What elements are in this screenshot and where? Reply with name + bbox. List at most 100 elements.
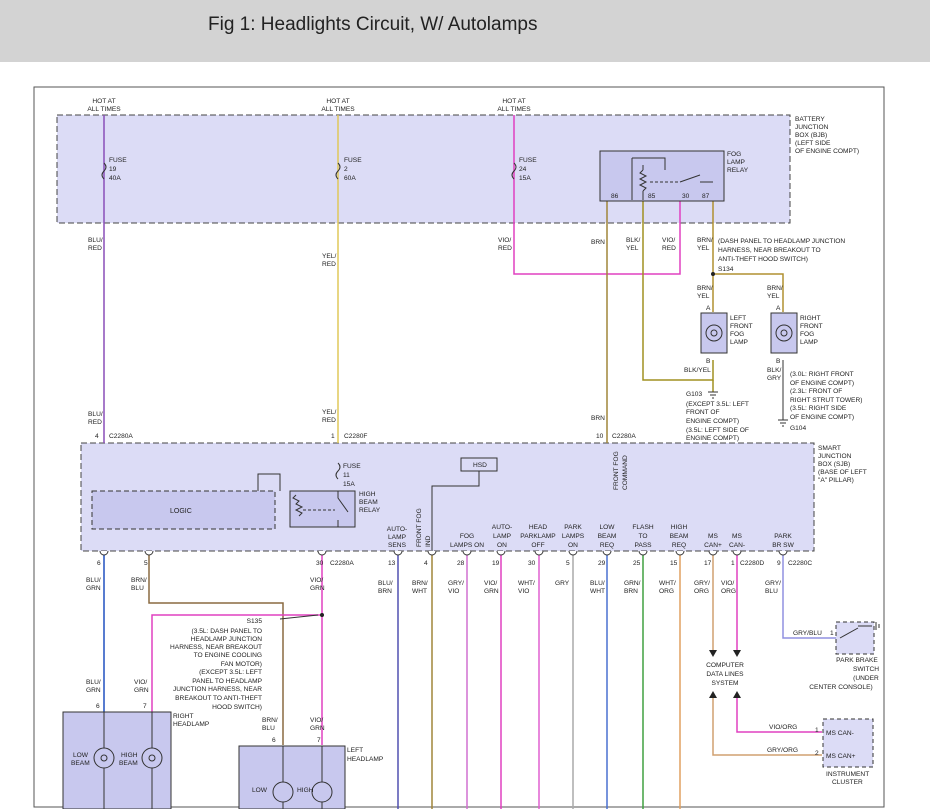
svg-text:VIO/: VIO/ <box>484 580 497 587</box>
lower-wire-labels: BLU/ GRN BRN/ BLU VIO/ GRN BLU/ BRN BRN/… <box>86 577 781 595</box>
svg-text:VIO: VIO <box>518 588 529 595</box>
svg-text:LEFT: LEFT <box>730 315 746 322</box>
svg-text:C2280A: C2280A <box>109 433 133 440</box>
svg-text:S134: S134 <box>718 266 734 273</box>
svg-text:FAN MOTOR): FAN MOTOR) <box>221 661 262 668</box>
svg-text:C2280F: C2280F <box>344 433 367 440</box>
svg-text:TO: TO <box>638 533 647 540</box>
svg-text:LAMP: LAMP <box>727 159 746 166</box>
fog-lamps: BRN/ YEL BRN/ YEL A A B B LEFT FRONT FOG… <box>684 285 862 442</box>
svg-text:OF ENGINE COMPT): OF ENGINE COMPT) <box>790 414 854 421</box>
svg-text:IND: IND <box>425 535 432 547</box>
svg-text:ON: ON <box>568 542 578 549</box>
left-fog-lamp-icon <box>705 324 723 342</box>
svg-text:YEL: YEL <box>697 245 710 252</box>
svg-text:GRY/: GRY/ <box>694 580 710 587</box>
svg-text:GRN: GRN <box>86 585 101 592</box>
svg-text:13: 13 <box>388 560 396 567</box>
svg-text:LAMP: LAMP <box>730 339 749 346</box>
left-headlamp: BRN/ BLU VIO/ GRN 6 7 LOW HIGH LEFT HEAD… <box>238 717 384 809</box>
wire-brn-yel-right <box>713 273 784 312</box>
svg-text:WHT: WHT <box>590 588 605 595</box>
svg-text:HOT AT: HOT AT <box>502 98 525 105</box>
svg-text:(3.5L: DASH PANEL TO: (3.5L: DASH PANEL TO <box>192 628 262 635</box>
svg-text:5: 5 <box>566 560 570 567</box>
svg-text:ORG: ORG <box>659 588 674 595</box>
svg-text:BEAM: BEAM <box>359 499 378 506</box>
right-headlamp: BLU/ GRN VIO/ GRN 6 7 LOW BEAM HIGH BEAM… <box>62 679 210 809</box>
svg-text:(DASH PANEL TO HEADLAMP JUNCTI: (DASH PANEL TO HEADLAMP JUNCTION <box>718 238 845 245</box>
right-fog-lamp-icon <box>775 324 793 342</box>
svg-text:15: 15 <box>670 560 678 567</box>
svg-text:GRN/: GRN/ <box>624 580 641 587</box>
svg-text:7: 7 <box>143 703 147 710</box>
svg-text:FUSE: FUSE <box>519 157 537 164</box>
high-beam-bulb-icon <box>141 747 163 769</box>
svg-text:OF ENGINE COMPT): OF ENGINE COMPT) <box>790 380 854 387</box>
svg-text:7: 7 <box>317 737 321 744</box>
svg-text:BOX (SJB): BOX (SJB) <box>818 461 850 468</box>
svg-text:"A" PILLAR): "A" PILLAR) <box>818 477 854 484</box>
svg-text:CENTER CONSOLE): CENTER CONSOLE) <box>809 684 872 691</box>
title-bar: Fig 1: Headlights Circuit, W/ Autolamps <box>0 0 930 62</box>
svg-text:SMART: SMART <box>818 445 841 452</box>
svg-text:(2.3L: FRONT OF: (2.3L: FRONT OF <box>790 388 842 395</box>
wire-vio-grn-right <box>151 551 323 712</box>
svg-text:RED: RED <box>88 419 102 426</box>
svg-text:1: 1 <box>331 433 335 440</box>
svg-text:B: B <box>776 358 781 365</box>
svg-text:GRN: GRN <box>310 585 325 592</box>
sjb-label: SMART JUNCTION BOX (SJB) (BASE OF LEFT "… <box>818 445 867 484</box>
svg-text:(EXCEPT 3.5L: LEFT: (EXCEPT 3.5L: LEFT <box>686 401 749 408</box>
svg-text:REQ: REQ <box>672 542 686 549</box>
svg-text:GRY/ORG: GRY/ORG <box>767 747 798 754</box>
svg-text:MS: MS <box>708 533 718 540</box>
svg-text:BLU/: BLU/ <box>590 580 605 587</box>
svg-text:SYSTEM: SYSTEM <box>711 680 738 687</box>
fuse-11-icon <box>335 462 341 480</box>
wire-brn-blu <box>148 551 284 745</box>
fuse-symbols <box>101 162 517 480</box>
sjb-bottom-pins: 6 5 30 C2280A 13 4 28 19 30 5 29 25 15 1… <box>97 550 812 567</box>
svg-text:BLU/: BLU/ <box>86 577 101 584</box>
svg-text:OF ENGINE COMPT): OF ENGINE COMPT) <box>795 148 859 155</box>
svg-text:6: 6 <box>97 560 101 567</box>
svg-text:JUNCTION: JUNCTION <box>818 453 852 460</box>
svg-text:ON: ON <box>497 542 507 549</box>
svg-text:BREAKOUT TO ANTI-THEFT: BREAKOUT TO ANTI-THEFT <box>175 695 262 702</box>
svg-text:LAMPS: LAMPS <box>562 533 585 540</box>
svg-text:4: 4 <box>424 560 428 567</box>
left-low-beam-bulb-icon <box>272 781 294 803</box>
svg-text:1: 1 <box>731 560 735 567</box>
left-high-beam-bulb-icon <box>311 781 333 803</box>
svg-text:LEFT: LEFT <box>347 747 363 754</box>
svg-text:BRN: BRN <box>591 239 605 246</box>
svg-text:BRN/: BRN/ <box>767 285 783 292</box>
svg-text:40A: 40A <box>109 175 121 182</box>
svg-text:VIO/: VIO/ <box>498 237 511 244</box>
svg-text:9: 9 <box>777 560 781 567</box>
svg-text:FLASH: FLASH <box>632 524 653 531</box>
svg-text:BEAM: BEAM <box>119 760 138 767</box>
svg-text:JUNCTION HARNESS, NEAR: JUNCTION HARNESS, NEAR <box>173 686 262 693</box>
svg-text:HEADLAMP: HEADLAMP <box>173 721 210 728</box>
svg-text:ALL TIMES: ALL TIMES <box>497 106 531 113</box>
bjb-label: BATTERY JUNCTION BOX (BJB) (LEFT SIDE OF… <box>795 116 859 155</box>
svg-text:VIO/: VIO/ <box>662 237 675 244</box>
svg-text:GRN: GRN <box>310 725 325 732</box>
wire-vio-red <box>513 115 681 275</box>
park-brake-switch-box <box>835 621 875 655</box>
sjb-bottom-labels: AUTO- LAMP SENS FRONT FOG IND FOG LAMPS … <box>387 508 795 549</box>
upper-wire-labels: BLU/ RED YEL/ RED VIO/ RED BRN BLK/ YEL … <box>88 237 845 426</box>
relay-switch-icon <box>679 174 713 183</box>
svg-text:LOW: LOW <box>252 787 268 794</box>
svg-text:HIGH: HIGH <box>297 787 314 794</box>
hb-relay-coil-icon <box>292 494 304 517</box>
svg-text:PANEL TO HEADLAMP: PANEL TO HEADLAMP <box>192 678 262 685</box>
diagram-frame <box>33 86 885 808</box>
svg-text:BLK/: BLK/ <box>767 367 781 374</box>
relay-coil-icon <box>638 169 648 192</box>
svg-text:28: 28 <box>457 560 465 567</box>
svg-text:BRN: BRN <box>591 415 605 422</box>
svg-text:RELAY: RELAY <box>727 167 749 174</box>
